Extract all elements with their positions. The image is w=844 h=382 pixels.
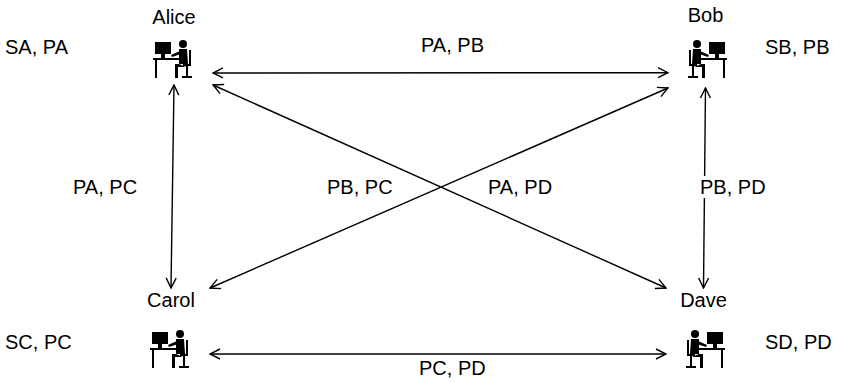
key-exchange-arrow [210,353,666,354]
edge-label: PA, PD [485,176,555,198]
key-pair: SC, PC [5,330,72,354]
person-icon [688,40,727,78]
person-name: Dave [666,288,741,312]
person-name: Bob [668,3,743,27]
key-pair: SB, PB [765,35,829,59]
edge-label: PA, PC [70,176,140,198]
person-icon [150,330,189,368]
person-node: BobSB, PB [668,3,743,88]
key-pair: SA, PA [5,35,68,59]
person-name: Carol [132,288,210,312]
person-icon [686,330,725,368]
key-exchange-arrow [213,85,666,288]
key-exchange-arrow [171,85,174,288]
edge-label: PC, PD [416,357,489,379]
edge-label: PA, PB [418,34,487,56]
person-node: CarolSC, PC [132,288,210,376]
person-node: DaveSD, PD [666,288,741,376]
person-node: AliceSA, PA [135,5,213,85]
key-exchange-arrow [213,72,668,74]
key-pair: SD, PD [765,330,832,354]
person-icon [153,40,192,78]
edge-label: PB, PC [324,176,396,198]
person-name: Alice [135,5,213,29]
edge-label: PB, PD [697,176,769,198]
